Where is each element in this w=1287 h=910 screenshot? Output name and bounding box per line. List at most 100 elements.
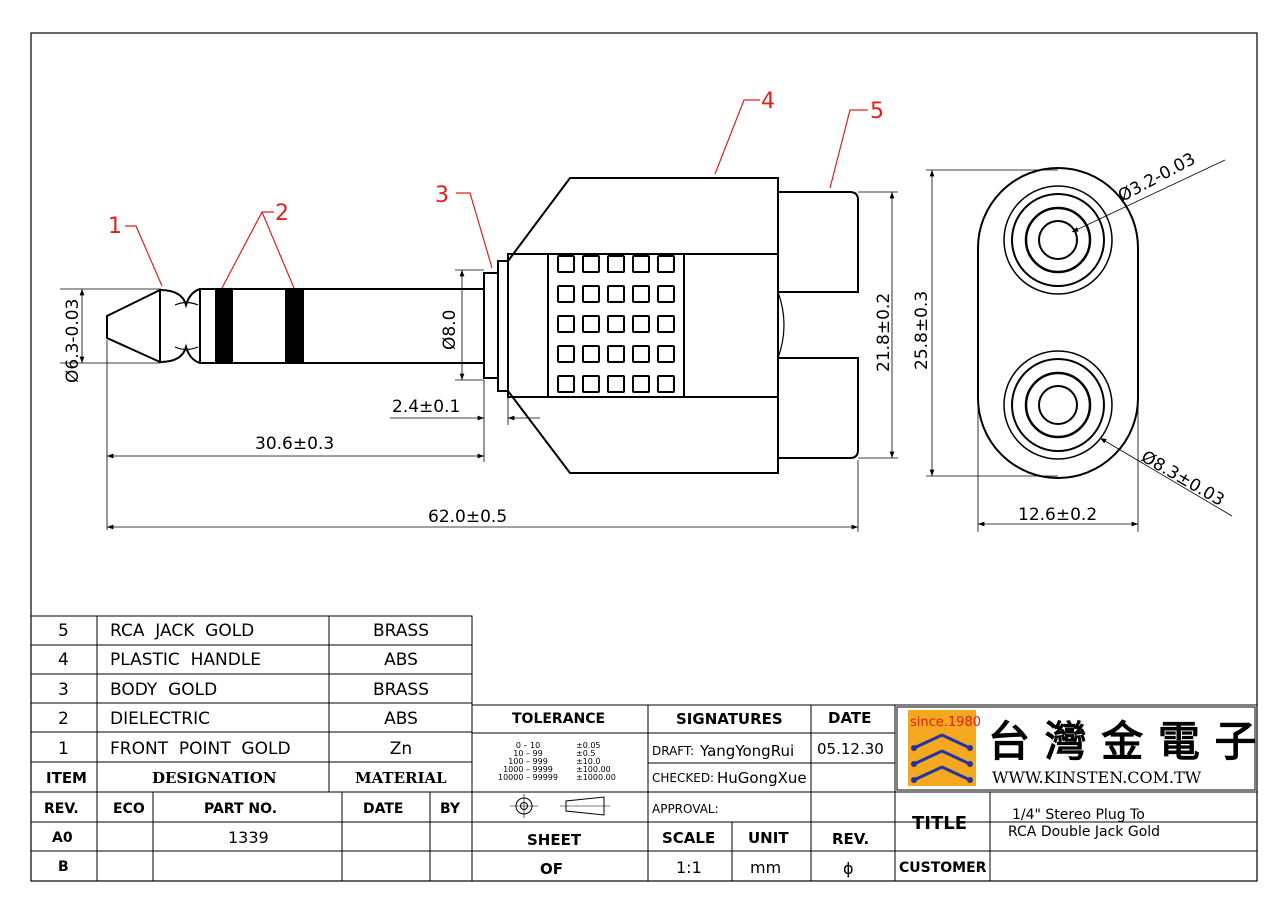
grip-square	[607, 285, 625, 303]
bom-item: 1	[58, 739, 69, 759]
grip-square	[607, 315, 625, 333]
of-label: OF	[540, 860, 563, 878]
bom-item: 4	[58, 650, 69, 670]
grip-square	[582, 375, 600, 393]
dimension-lines	[60, 191, 898, 532]
approval-label: APPROVAL:	[652, 802, 719, 816]
plug-tip	[106, 288, 161, 364]
company-logo: since.1980 台 灣 金 電 子 WWW.KINSTEN.COM.TW	[908, 710, 1257, 787]
grip-square	[657, 375, 675, 393]
scale-value: 1:1	[676, 858, 702, 877]
insulator-band-1	[216, 289, 233, 363]
grip-square	[657, 285, 675, 303]
callout-leaders	[125, 99, 868, 289]
grip-square	[607, 255, 625, 273]
grip-square	[582, 345, 600, 363]
title-label: TITLE	[912, 813, 967, 834]
signatures-title: SIGNATURES	[676, 710, 783, 728]
rev-value: ϕ	[843, 859, 854, 878]
dim-width: 12.6±0.2	[1018, 505, 1097, 525]
end-view-dims	[926, 159, 1233, 532]
end-view	[977, 166, 1139, 480]
dim-height: 25.8±0.3	[912, 291, 932, 370]
rca-jack-top	[778, 191, 859, 293]
grip-square	[632, 315, 650, 333]
grip-square	[632, 345, 650, 363]
tolerance-range: 0 – 10	[516, 741, 540, 750]
grip-square	[557, 285, 575, 303]
grip-square	[657, 255, 675, 273]
dim-hole-diameter: Ø3.2-0.03	[1115, 149, 1199, 206]
grip-square	[657, 345, 675, 363]
projection-symbol	[510, 794, 610, 818]
grip-square	[557, 255, 575, 273]
bom-header-item: ITEM	[46, 769, 87, 787]
bom-material: BRASS	[373, 621, 429, 641]
title-block-grid	[31, 704, 1258, 882]
dim-outer-diameter: Ø8.3±0.03	[1138, 447, 1228, 511]
date-title: DATE	[828, 709, 871, 727]
tolerance-value: ±100.00	[576, 765, 611, 774]
draft-label: DRAFT:	[652, 744, 694, 758]
tolerance-value: ±0.5	[576, 749, 595, 758]
tolerance-range: 10000 – 99999	[498, 773, 558, 782]
grip-square	[557, 375, 575, 393]
bom-item: 5	[58, 621, 69, 641]
unit-value: mm	[750, 858, 781, 877]
dim-total-length: 62.0±0.5	[428, 507, 507, 527]
callout-2: 2	[275, 201, 289, 226]
bom-header-material: MATERIAL	[355, 769, 447, 787]
logo-since: since.1980	[910, 715, 981, 730]
customer-label: CUSTOMER	[899, 860, 987, 876]
insulator-band-2	[286, 289, 304, 363]
bom-designation: DIELECTRIC	[110, 709, 210, 729]
dim-jack-span: 21.8±0.2	[874, 293, 894, 372]
rev-header: REV.	[44, 801, 79, 817]
tolerance-range: 100 – 999	[508, 757, 548, 766]
grip-pattern	[557, 255, 675, 393]
eco-header: ECO	[113, 801, 145, 817]
tolerance-value: ±0.05	[576, 741, 601, 750]
draft-name: YangYongRui	[699, 742, 794, 760]
sign-date: 05.12.30	[817, 740, 884, 758]
bom-designation: BODY GOLD	[110, 680, 217, 700]
grip-square	[632, 375, 650, 393]
callout-1: 1	[108, 214, 122, 239]
checked-label: CHECKED:	[652, 771, 714, 785]
bom-material: BRASS	[373, 680, 429, 700]
title-line-1: 1/4" Stereo Plug To	[1012, 807, 1145, 823]
bom-item: 2	[58, 709, 69, 729]
grip-square	[557, 315, 575, 333]
bom-table-grid	[30, 615, 473, 793]
unit-label: UNIT	[748, 829, 789, 847]
dim-plug-length: 30.6±0.3	[255, 434, 334, 454]
tolerance-value: ±1000.00	[576, 773, 616, 782]
part-no-row-1: 1339	[228, 828, 269, 847]
dim-plug-diameter: Ø6.3-0.03	[63, 299, 83, 383]
side-view	[106, 177, 859, 474]
by-header: BY	[440, 801, 461, 817]
title-line-2: RCA Double Jack Gold	[1008, 824, 1160, 840]
rev-row-1: A0	[52, 830, 73, 846]
checked-name: HuGongXue	[717, 769, 807, 787]
sheet-label: SHEET	[527, 831, 582, 849]
logo-company-name: 台 灣 金 電 子	[988, 717, 1257, 766]
dim-flange: 2.4±0.1	[392, 397, 460, 417]
grip-square	[632, 285, 650, 303]
grip-square	[582, 285, 600, 303]
rca-jack-bottom	[778, 357, 859, 459]
callout-3: 3	[435, 183, 449, 208]
tolerance-range: 1000 – 9999	[503, 765, 553, 774]
grip-square	[557, 345, 575, 363]
bom-item: 3	[58, 680, 69, 700]
bom-designation: PLASTIC HANDLE	[110, 650, 261, 670]
callout-4: 4	[761, 89, 775, 114]
rev-label: REV.	[832, 830, 869, 848]
grip-square	[632, 255, 650, 273]
logo-url: WWW.KINSTEN.COM.TW	[992, 768, 1202, 787]
bom-header-designation: DESIGNATION	[152, 769, 277, 787]
bom-material: ABS	[384, 709, 418, 729]
tolerance-value: ±10.0	[576, 757, 601, 766]
part-no-header: PART NO.	[204, 801, 277, 817]
tolerance-title: TOLERANCE	[512, 711, 605, 727]
